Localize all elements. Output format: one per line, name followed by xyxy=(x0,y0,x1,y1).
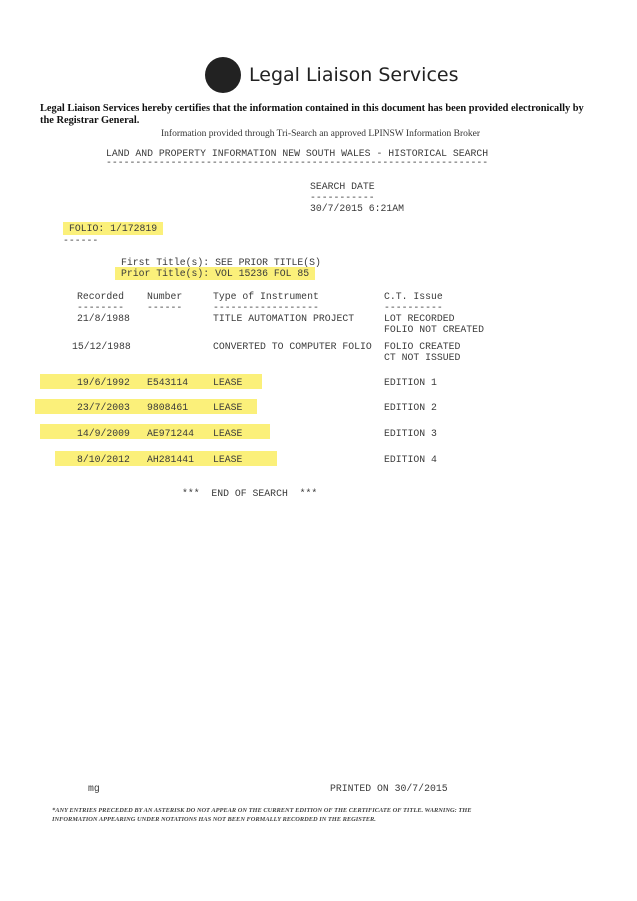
search-date-rule: ----------- xyxy=(310,192,375,203)
report-title: LAND AND PROPERTY INFORMATION NEW SOUTH … xyxy=(106,148,489,159)
search-date-value: 30/7/2015 6:21AM xyxy=(310,203,405,214)
cell-type: LEASE xyxy=(213,428,243,439)
logo-name: Legal Liaison Services xyxy=(249,64,459,86)
certification-line-2: the Registrar General. xyxy=(40,115,140,126)
cell-type: LEASE xyxy=(213,402,243,413)
cell-number: AE971244 xyxy=(147,428,195,439)
cell-recorded: 19/6/1992 xyxy=(77,377,130,388)
cell-ct-issue: FOLIO CREATED xyxy=(384,341,461,352)
cell-number: 9808461 xyxy=(147,402,189,413)
highlight xyxy=(35,399,257,414)
cell-type: CONVERTED TO COMPUTER FOLIO xyxy=(213,341,372,352)
header-recorded: Recorded xyxy=(77,291,125,302)
footnote-line-1: *ANY ENTRIES PRECEDED BY AN ASTERISK DO … xyxy=(52,807,472,814)
certification-line-1: Legal Liaison Services hereby certifies … xyxy=(40,103,584,114)
cell-ct-issue-line2: FOLIO NOT CREATED xyxy=(384,324,484,335)
printed-date: PRINTED ON 30/7/2015 xyxy=(330,783,448,794)
cell-recorded: 14/9/2009 xyxy=(77,428,130,439)
cell-ct-issue: EDITION 2 xyxy=(384,402,437,413)
cell-number: AH281441 xyxy=(147,454,195,465)
prior-title: Prior Title(s): VOL 15236 FOL 85 xyxy=(115,267,316,280)
header-ct-issue: C.T. Issue xyxy=(384,291,443,302)
cell-ct-issue: EDITION 4 xyxy=(384,454,437,465)
highlight xyxy=(55,451,277,466)
footnote-line-2: INFORMATION APPEARING UNDER NOTATIONS HA… xyxy=(52,816,376,823)
header-type: Type of Instrument xyxy=(213,291,319,302)
title-rule: ----------------------------------------… xyxy=(106,157,489,168)
first-title: First Title(s): SEE PRIOR TITLE(S) xyxy=(121,257,321,268)
cell-ct-issue: EDITION 1 xyxy=(384,377,437,388)
cell-ct-issue: LOT RECORDED xyxy=(384,313,455,324)
rule-recorded: -------- xyxy=(77,302,125,313)
cell-type: TITLE AUTOMATION PROJECT xyxy=(213,313,355,324)
logo: Legal Liaison Services xyxy=(205,57,458,93)
header-number: Number xyxy=(147,291,183,302)
rule-type: ------------------ xyxy=(213,302,319,313)
cell-ct-issue-line2: CT NOT ISSUED xyxy=(384,352,461,363)
cell-type: LEASE xyxy=(213,454,243,465)
operator-initials: mg xyxy=(88,783,100,794)
broker-note: Information provided through Tri-Search … xyxy=(161,129,481,139)
rule-number: ------ xyxy=(147,302,183,313)
highlight xyxy=(40,424,270,439)
cell-type: LEASE xyxy=(213,377,243,388)
folio-rule: ------ xyxy=(63,235,99,246)
cell-recorded: 8/10/2012 xyxy=(77,454,130,465)
rule-ct-issue: ---------- xyxy=(384,302,443,313)
cell-number: E543114 xyxy=(147,377,189,388)
cell-recorded: 15/12/1988 xyxy=(72,341,131,352)
cell-ct-issue: EDITION 3 xyxy=(384,428,437,439)
search-date-label: SEARCH DATE xyxy=(310,181,375,192)
cell-recorded: 21/8/1988 xyxy=(77,313,130,324)
highlight xyxy=(40,374,262,389)
cell-recorded: 23/7/2003 xyxy=(77,402,130,413)
end-of-search: *** END OF SEARCH *** xyxy=(182,488,318,499)
folio-label: FOLIO: 1/172819 xyxy=(63,222,164,235)
logo-mark-icon xyxy=(205,57,241,93)
